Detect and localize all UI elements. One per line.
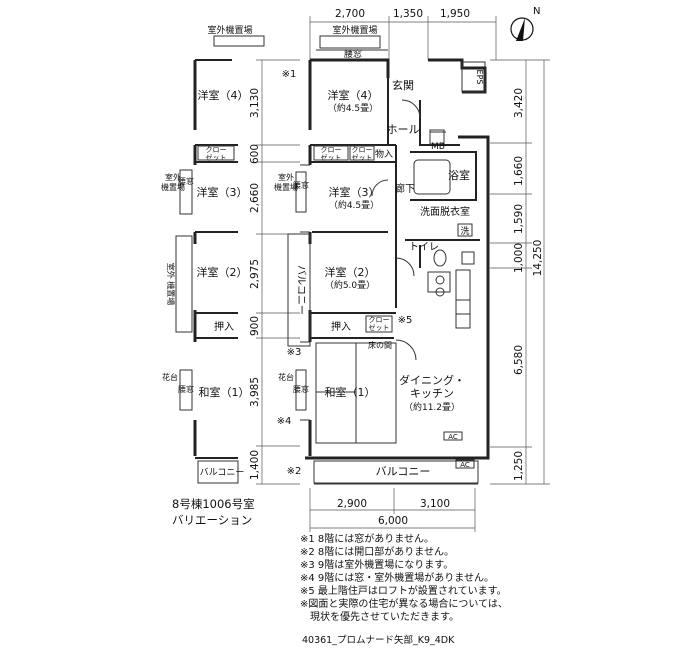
label-room4-size: （約4.5畳） (328, 102, 378, 114)
dim-right-1: 3,420 (513, 88, 525, 118)
mark-5: ※5 (398, 315, 413, 326)
label-dk: ダイニング・キッチン (399, 373, 465, 400)
label-hall: ホール (387, 123, 420, 136)
label-mb: MB (431, 142, 445, 152)
note-6: ※図面と実際の住宅が異なる場合については、 (300, 599, 508, 610)
note-4: ※4 9階には窓・室外機置場がありません。 (300, 573, 494, 584)
var-ac-area-top: 室外機置場 (207, 24, 252, 36)
main-plan-labels: 室外機置場 腰窓 洋室（4） （約4.5畳） 玄関 ホール クローゼット クロー… (274, 24, 484, 478)
label-ac2: AC (460, 461, 470, 469)
label-window-top: 腰窓 (344, 48, 362, 60)
dim-right-2: 1,660 (513, 156, 525, 186)
dim-left-1: 3,130 (249, 88, 261, 118)
var-flower: 花台 (162, 372, 178, 382)
label-balcony-side: バルコニー (295, 265, 307, 315)
var-room3: 洋室（3） (197, 185, 248, 199)
label-flower: 花台 (278, 372, 294, 382)
dim-right-4: 1,000 (513, 243, 525, 273)
north-arrow-icon: N (510, 6, 540, 41)
var-ac-area-r3: 室外機置場 (161, 172, 185, 192)
label-storage-in: 物入 (375, 148, 393, 160)
dim-left-6: 3,985 (249, 377, 261, 407)
label-room3: 洋室（3） (329, 185, 380, 199)
label-room2: 洋室（2） (325, 265, 376, 279)
label-entrance: 玄関 (392, 78, 414, 92)
dim-left-2: 600 (249, 144, 261, 164)
var-ac-area-r2: 室外 機置場 (166, 263, 176, 306)
mark-4: ※4 (277, 416, 292, 427)
main-plan (287, 35, 490, 485)
label-ac-area-top: 室外機置場 (332, 24, 377, 36)
variation-plan (175, 35, 265, 484)
var-closet: クローゼット (206, 146, 227, 162)
dim-top-1: 2,700 (335, 8, 365, 20)
note-5: ※5 最上階住戸はロフトが設置されています。 (300, 586, 507, 597)
top-dimensions: 2,700 1,350 1,950 (309, 8, 497, 60)
mark-2: ※2 (287, 466, 302, 477)
variation-labels: 室外機置場 洋室（4） クローゼット 室外機置場 腰窓 洋室（3） 室外 機置場… (161, 24, 255, 527)
plan-code: 40361_プロムナード矢部_K9_4DK (302, 635, 455, 646)
label-room2-size: （約5.0畳） (325, 279, 375, 291)
mark-3: ※3 (287, 347, 302, 358)
dim-bottom-total: 6,000 (378, 515, 408, 527)
note-1: ※1 8階には窓がありません。 (300, 534, 434, 545)
var-oshiire: 押入 (214, 320, 234, 333)
left-dimensions: 3,130 600 2,660 2,975 900 3,985 1,400 (249, 59, 300, 485)
var-washitsu: 和室（1） (199, 385, 250, 399)
label-toilet: トイレ (409, 242, 439, 253)
label-closet-c: クローゼット (369, 316, 390, 332)
note-7: 現状を優先させていただきます。 (300, 612, 459, 623)
dim-left-5: 900 (249, 316, 261, 336)
var-room4: 洋室（4） (198, 88, 249, 102)
right-dimensions: 3,420 1,660 1,590 1,000 14,250 6,580 1,2… (490, 59, 550, 485)
bottom-dimensions: 2,900 3,100 6,000 (309, 488, 476, 532)
dim-left-4: 2,975 (249, 259, 261, 289)
label-window-r3: 腰窓 (293, 180, 309, 190)
dim-left-3: 2,660 (249, 183, 261, 213)
label-bath: 浴室 (448, 168, 470, 182)
var-title-2: バリエーション (172, 513, 252, 527)
dim-top-2: 1,350 (393, 8, 423, 20)
dim-right-5: 6,580 (513, 345, 525, 375)
dim-right-6: 1,250 (513, 451, 525, 481)
var-room2: 洋室（2） (197, 265, 248, 279)
dim-left-7: 1,400 (249, 450, 261, 480)
label-room4: 洋室（4） (328, 88, 379, 102)
label-washroom: 洗面脱衣室 (420, 205, 470, 218)
north-label: N (533, 6, 540, 17)
label-oshiire: 押入 (331, 320, 351, 333)
note-2: ※2 8階には開口部がありません。 (300, 547, 454, 558)
label-ac-area-left: 室外機置場 (274, 172, 298, 192)
label-eps: EPS (475, 70, 484, 85)
label-dk-size: （約11.2畳） (404, 401, 460, 413)
label-closet-b: クローゼット (352, 146, 373, 162)
label-tokonoma: 床の間 (368, 340, 392, 350)
mark-1: ※1 (282, 69, 297, 80)
label-balcony: バルコニー (376, 465, 431, 478)
label-corridor: 廊下 (395, 182, 415, 195)
label-room3-size: （約4.5畳） (329, 199, 379, 211)
label-washitsu: 和室（1） (325, 385, 376, 399)
var-title-1: 8号棟1006号室 (172, 497, 255, 511)
label-window-r1: 腰窓 (293, 384, 309, 394)
var-balcony: バルコニー (200, 467, 245, 478)
var-window-r1: 腰窓 (178, 384, 194, 394)
dim-right-3: 1,590 (513, 204, 525, 234)
dim-top-3: 1,950 (440, 8, 470, 20)
var-window-r3: 腰窓 (178, 176, 194, 186)
label-ac1: AC (448, 433, 458, 441)
dim-bottom-2: 3,100 (420, 498, 450, 510)
dim-right-total: 14,250 (532, 240, 544, 277)
dim-bottom-1: 2,900 (337, 498, 367, 510)
label-washer: 洗 (460, 225, 469, 237)
label-closet-a: クローゼット (321, 146, 342, 162)
note-3: ※3 9階は室外機置場になります。 (300, 560, 454, 571)
